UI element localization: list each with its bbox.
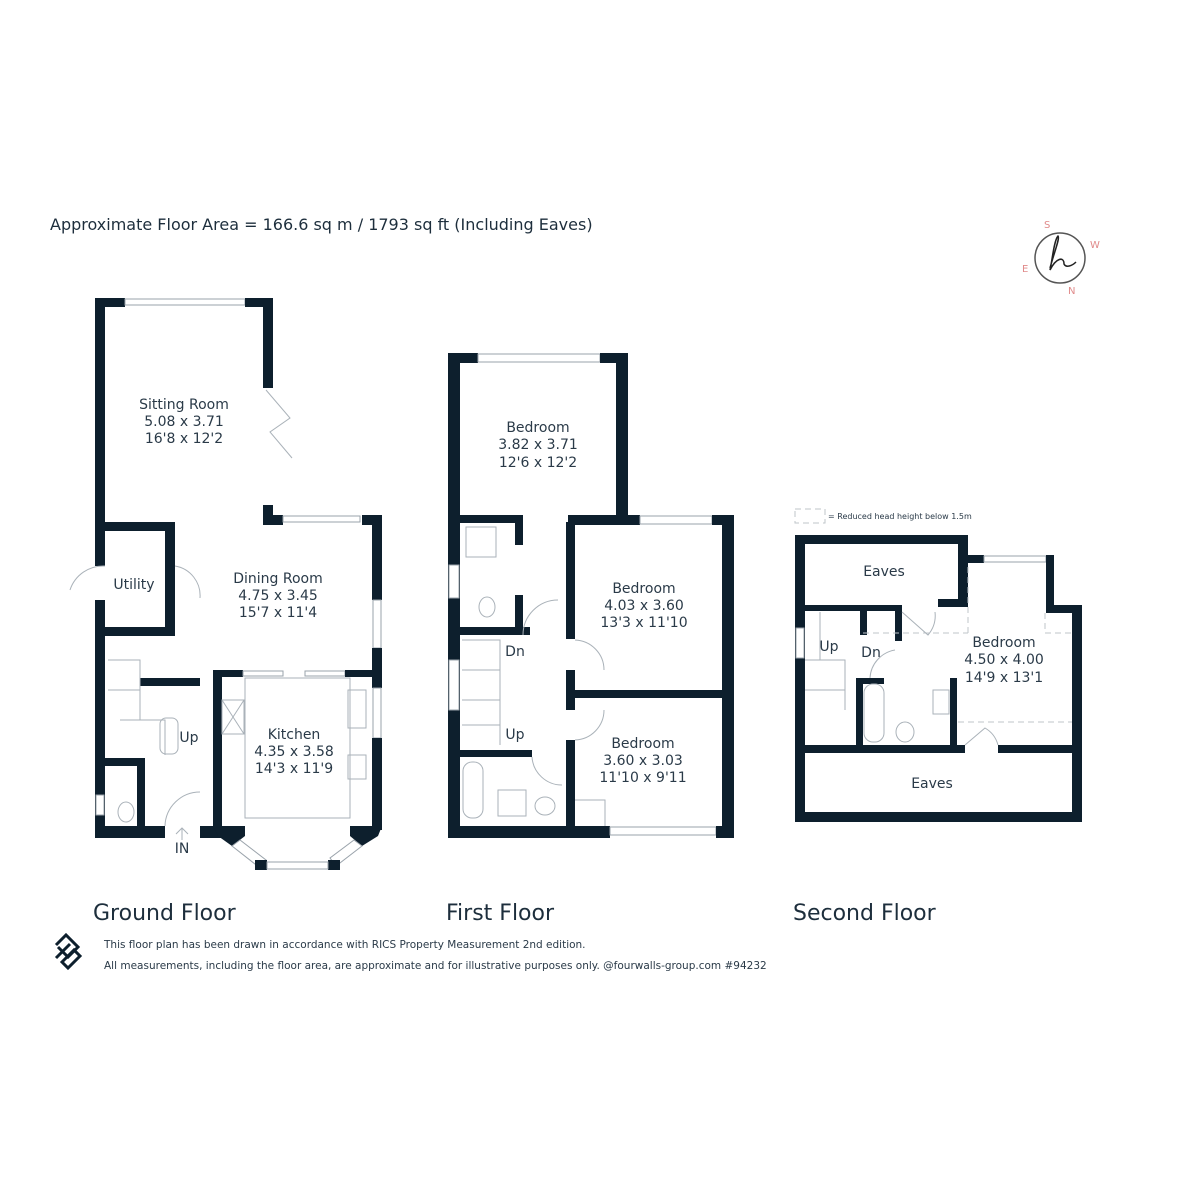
room-dining-room: Dining Room 4.75 x 3.45 15'7 x 11'4 — [233, 571, 323, 621]
svg-text:Kitchen: Kitchen — [268, 727, 321, 743]
ground-floor-title: Ground Floor — [93, 901, 237, 926]
compass-logo: S W E N — [1022, 220, 1100, 297]
room-utility: Utility — [113, 577, 154, 593]
fourwalls-logo-icon — [54, 932, 83, 971]
svg-text:14'3 x 11'9: 14'3 x 11'9 — [255, 761, 333, 777]
second-floor-title: Second Floor — [793, 901, 937, 926]
stairs-up-label: Up — [179, 730, 198, 746]
room-sitting-room: Sitting Room 5.08 x 3.71 16'8 x 12'2 — [139, 397, 229, 447]
svg-text:3.82 x 3.71: 3.82 x 3.71 — [498, 437, 578, 453]
entrance-label: IN — [175, 841, 190, 857]
svg-text:4.75 x 3.45: 4.75 x 3.45 — [238, 588, 318, 604]
stairs-down-label: Dn — [505, 644, 525, 660]
second-floor-plan — [795, 535, 1082, 822]
svg-text:Bedroom: Bedroom — [972, 635, 1035, 651]
svg-text:14'9 x 13'1: 14'9 x 13'1 — [965, 670, 1043, 686]
svg-text:13'3 x 11'10: 13'3 x 11'10 — [600, 615, 687, 631]
reduced-head-height-legend: = Reduced head height below 1.5m — [794, 508, 972, 524]
room-bedroom-second: Bedroom 4.50 x 4.00 14'9 x 13'1 — [964, 635, 1044, 686]
compass-e: E — [1022, 264, 1028, 275]
svg-text:Dining Room: Dining Room — [233, 571, 323, 587]
room-bedroom-3: Bedroom 3.60 x 3.03 11'10 x 9'11 — [599, 736, 686, 786]
svg-text:4.35 x 3.58: 4.35 x 3.58 — [254, 744, 334, 760]
svg-text:Bedroom: Bedroom — [506, 420, 569, 436]
compass-n: N — [1068, 286, 1075, 297]
eaves-top: Eaves — [863, 564, 905, 580]
svg-text:Sitting Room: Sitting Room — [139, 397, 229, 413]
footer-line-2: All measurements, including the floor ar… — [104, 960, 767, 972]
room-kitchen: Kitchen 4.35 x 3.58 14'3 x 11'9 — [254, 727, 334, 777]
eaves-bottom: Eaves — [911, 776, 953, 792]
svg-text:5.08 x 3.71: 5.08 x 3.71 — [144, 414, 224, 430]
first-floor-plan — [448, 353, 734, 838]
ground-floor-plan — [69, 298, 382, 870]
stairs-down-label: Dn — [861, 645, 881, 661]
svg-text:15'7 x 11'4: 15'7 x 11'4 — [239, 605, 317, 621]
svg-text:Bedroom: Bedroom — [612, 581, 675, 597]
stairs-up-label: Up — [819, 639, 838, 655]
compass-w: W — [1090, 240, 1100, 251]
svg-text:11'10 x 9'11: 11'10 x 9'11 — [599, 770, 686, 786]
room-bedroom-2: Bedroom 4.03 x 3.60 13'3 x 11'10 — [600, 581, 687, 631]
footer-line-1: This floor plan has been drawn in accord… — [103, 939, 586, 951]
svg-text:4.50 x 4.00: 4.50 x 4.00 — [964, 652, 1044, 668]
svg-text:Bedroom: Bedroom — [611, 736, 674, 752]
svg-text:= Reduced head height below 1.: = Reduced head height below 1.5m — [828, 512, 972, 521]
svg-text:16'8 x 12'2: 16'8 x 12'2 — [145, 431, 223, 447]
floor-area-text: Approximate Floor Area = 166.6 sq m / 17… — [50, 215, 593, 234]
first-floor-title: First Floor — [446, 901, 555, 926]
svg-text:3.60 x 3.03: 3.60 x 3.03 — [603, 753, 683, 769]
compass-s: S — [1044, 220, 1050, 231]
svg-text:4.03 x 3.60: 4.03 x 3.60 — [604, 598, 684, 614]
svg-text:12'6 x 12'2: 12'6 x 12'2 — [499, 455, 577, 471]
stairs-up-label: Up — [505, 727, 524, 743]
room-bedroom-1: Bedroom 3.82 x 3.71 12'6 x 12'2 — [498, 420, 578, 471]
